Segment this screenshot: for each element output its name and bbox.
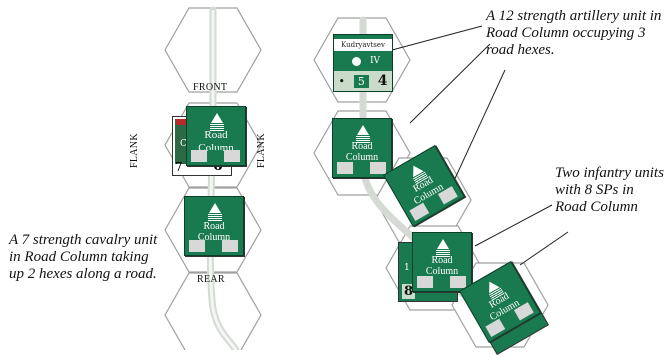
unit-symbol-icon bbox=[357, 125, 369, 135]
rear-label: REAR bbox=[197, 274, 225, 285]
counter-footer bbox=[189, 240, 239, 252]
road-column-label: Road Column bbox=[345, 141, 379, 163]
leader-line-infantry-1 bbox=[474, 204, 553, 247]
infantry-back-code: 1 bbox=[404, 263, 410, 273]
cavalry-code: C bbox=[180, 139, 187, 149]
stat-2: 4 bbox=[377, 73, 388, 89]
artillery-note: A 12 strength artillery unit in Road Col… bbox=[486, 8, 662, 58]
artillery-road-column-counter-1[interactable]: Road Column bbox=[332, 118, 392, 178]
leader-line-artillery-3 bbox=[451, 69, 506, 186]
leader-name: Kudryavtsev bbox=[334, 39, 392, 51]
cavalry-road-column-counter-front[interactable]: Road Column bbox=[186, 106, 246, 166]
artillery-dot-icon bbox=[352, 57, 361, 66]
road-column-label: Road Column bbox=[197, 221, 231, 243]
unit-bars bbox=[436, 250, 450, 257]
stat-1: 5 bbox=[353, 74, 369, 88]
unit-bars bbox=[356, 136, 370, 143]
cavalry-back-flag bbox=[176, 119, 194, 125]
road-column-label: Road Column bbox=[425, 255, 459, 277]
artillery-counter[interactable]: Kudryavtsev IV • 5 4 bbox=[333, 34, 393, 92]
leader-line-artillery-1 bbox=[391, 25, 483, 51]
cavalry-road-column-counter-rear[interactable]: Road Column bbox=[184, 196, 244, 256]
unit-bars bbox=[208, 214, 222, 221]
front-label: FRONT bbox=[193, 82, 228, 93]
counter-footer bbox=[417, 276, 467, 288]
artillery-stats: • 5 4 bbox=[334, 71, 392, 91]
cavalry-note: A 7 strength cavalry unit in Road Column… bbox=[9, 232, 158, 282]
flank-right-label: FLANK bbox=[256, 133, 267, 168]
flank-left-label: FLANK bbox=[129, 133, 140, 168]
infantry-back-strength: 8 bbox=[402, 284, 416, 299]
counter-footer bbox=[191, 150, 241, 162]
leader-line-artillery-2 bbox=[409, 43, 491, 124]
unit-symbol-icon bbox=[209, 203, 221, 213]
infantry-road-column-counter-1[interactable]: Road Column bbox=[412, 232, 472, 292]
leader-line-infantry-2 bbox=[519, 231, 569, 266]
unit-size: IV bbox=[370, 56, 381, 66]
unit-symbol-icon bbox=[211, 113, 223, 123]
infantry-note: Two infantry units with 8 SPs in Road Co… bbox=[555, 165, 664, 215]
artillery-symbol-row: IV bbox=[334, 53, 392, 71]
unit-bars bbox=[210, 124, 224, 131]
cavalry-strength: 7 bbox=[175, 160, 183, 174]
unit-symbol-icon bbox=[437, 239, 449, 249]
counter-footer bbox=[337, 162, 387, 174]
cavalry-value: 6 bbox=[213, 158, 223, 174]
stat-0: • bbox=[338, 74, 345, 88]
